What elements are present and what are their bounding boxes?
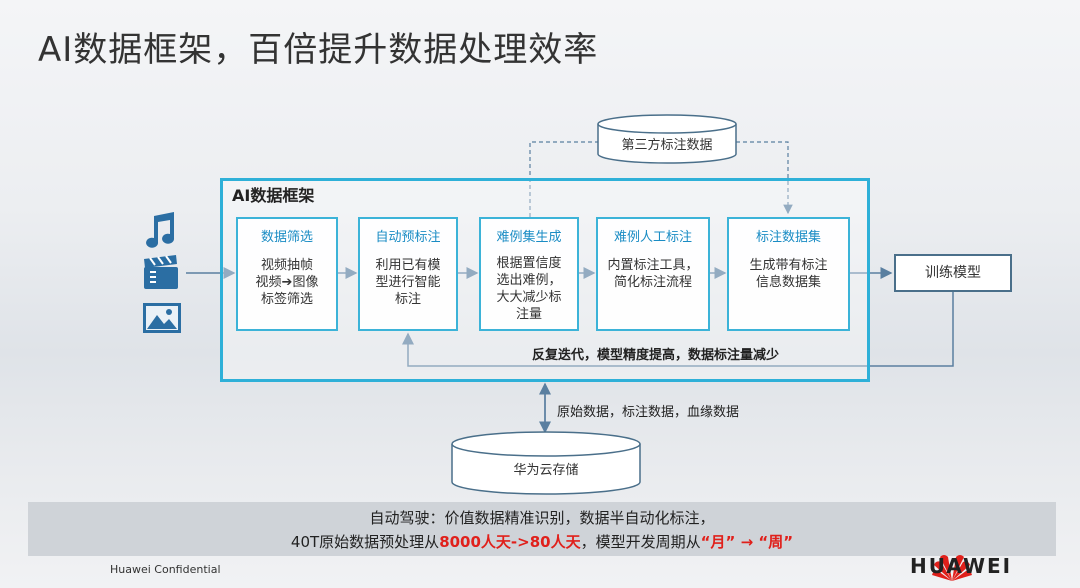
summary-banner: 自动驾驶：价值数据精准识别，数据半自动化标注， 40T原始数据预处理从8000人… bbox=[28, 502, 1056, 556]
step-header: 难例集生成 bbox=[481, 226, 577, 245]
banner-highlight: “周” bbox=[758, 533, 793, 551]
step-header: 数据筛选 bbox=[238, 226, 336, 245]
cloud-storage-label: 华为云存储 bbox=[452, 459, 640, 478]
video-clapper-icon bbox=[142, 255, 180, 291]
step-labeled-dataset[interactable]: 标注数据集 生成带有标注 信息数据集 bbox=[727, 217, 850, 331]
step-body: 内置标注工具， 简化标注流程 bbox=[598, 257, 708, 291]
third-party-label: 第三方标注数据 bbox=[598, 134, 736, 153]
banner-text: ，模型开发周期从 bbox=[581, 533, 701, 551]
step-header: 难例人工标注 bbox=[598, 226, 708, 245]
banner-text: 40T原始数据预处理从 bbox=[291, 533, 439, 551]
brand-name: HUAWEI bbox=[910, 554, 1012, 578]
page-title: AI数据框架，百倍提升数据处理效率 bbox=[38, 22, 598, 71]
banner-highlight: “月” bbox=[701, 533, 736, 551]
feedback-label: 反复迭代，模型精度提高，数据标注量减少 bbox=[532, 344, 779, 363]
confidential-footer: Huawei Confidential bbox=[110, 563, 221, 576]
step-header: 自动预标注 bbox=[360, 226, 456, 245]
banner-line-1: 自动驾驶：价值数据精准识别，数据半自动化标注， bbox=[28, 506, 1056, 530]
step-body: 生成带有标注 信息数据集 bbox=[729, 257, 848, 291]
music-note-icon bbox=[142, 212, 178, 248]
step-data-filter[interactable]: 数据筛选 视频抽帧 视频➔图像 标签筛选 bbox=[236, 217, 338, 331]
storage-link-label: 原始数据，标注数据，血缘数据 bbox=[557, 401, 739, 420]
banner-highlight: 8000人天->80人天 bbox=[439, 533, 580, 551]
banner-arrow: → bbox=[735, 533, 758, 551]
train-model-box[interactable]: 训练模型 bbox=[894, 254, 1012, 292]
step-auto-prelabel[interactable]: 自动预标注 利用已有模 型进行智能 标注 bbox=[358, 217, 458, 331]
step-body: 利用已有模 型进行智能 标注 bbox=[360, 257, 456, 308]
step-hard-case-manual[interactable]: 难例人工标注 内置标注工具， 简化标注流程 bbox=[596, 217, 710, 331]
step-body: 视频抽帧 视频➔图像 标签筛选 bbox=[238, 257, 336, 308]
framework-label: AI数据框架 bbox=[232, 182, 314, 206]
step-body: 根据置信度 选出难例， 大大减少标 注量 bbox=[481, 255, 577, 323]
step-hard-case-gen[interactable]: 难例集生成 根据置信度 选出难例， 大大减少标 注量 bbox=[479, 217, 579, 331]
step-header: 标注数据集 bbox=[729, 226, 848, 245]
image-icon bbox=[142, 302, 182, 334]
